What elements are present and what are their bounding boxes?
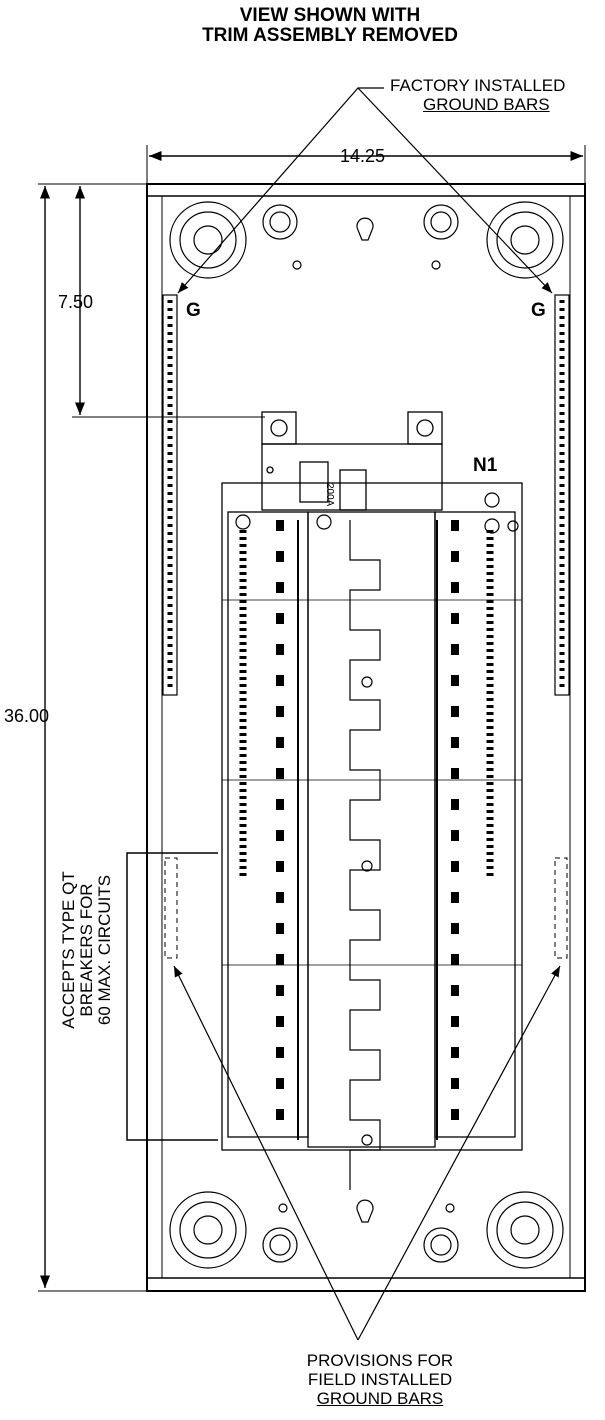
ground-bar-provision-left	[164, 857, 178, 959]
height-dimension: 36.00	[4, 706, 50, 727]
main-breaker	[261, 411, 443, 511]
provisions-callout-line-2: FIELD INSTALLED	[307, 1370, 453, 1389]
bottom-knockouts	[169, 1191, 564, 1269]
top-knockouts	[169, 201, 564, 279]
factory-callout-line-2: GROUND BARS	[423, 95, 550, 114]
title-line-1: VIEW SHOWN WITH	[239, 5, 421, 26]
ground-bar-left	[162, 294, 178, 696]
accepts-bracket	[126, 852, 218, 1141]
title-line-2: TRIM ASSEMBLY REMOVED	[202, 25, 458, 46]
interior-chassis	[221, 482, 523, 1151]
ground-label-left: G	[186, 300, 201, 321]
neutral-label: N1	[473, 455, 498, 476]
ground-bar-right	[554, 294, 570, 696]
ground-label-right: G	[531, 300, 546, 321]
provisions-callout-line-3: GROUND BARS	[316, 1389, 444, 1408]
enclosure-outline	[146, 183, 586, 1292]
provisions-callout-line-1: PROVISIONS FOR	[306, 1351, 454, 1370]
leader-lines	[173, 87, 561, 1341]
ground-bar-provision-right	[554, 857, 568, 959]
breaker-slots	[239, 520, 494, 1140]
bus-stabs	[235, 492, 519, 1190]
factory-callout-line-1: FACTORY INSTALLED	[390, 76, 566, 95]
